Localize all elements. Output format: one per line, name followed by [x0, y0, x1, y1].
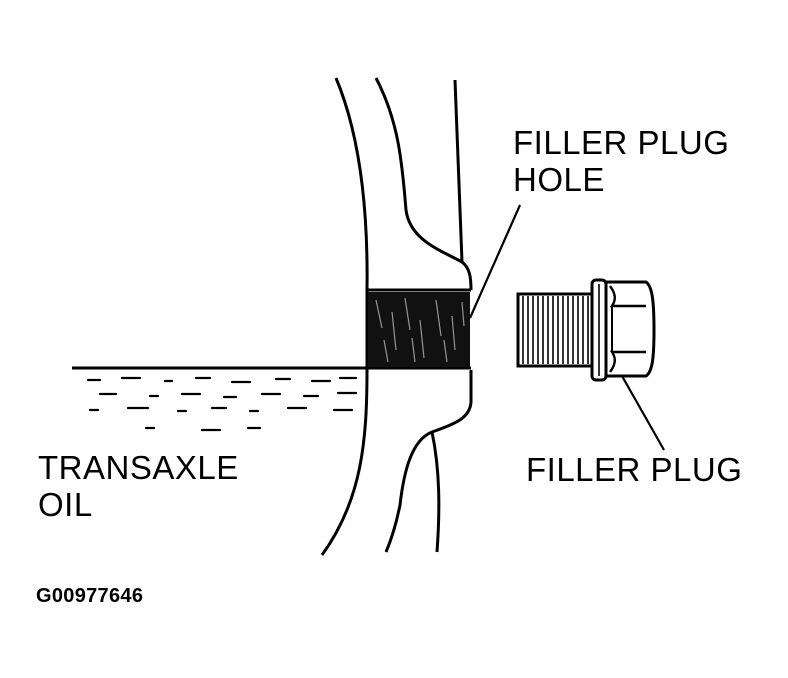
case-outer-right-edge-lower — [430, 431, 441, 553]
filler-plug-hex-head — [604, 280, 656, 378]
filler-plug-hole-label-line2: HOLE — [513, 160, 605, 198]
filler-plug-thread-lines — [522, 296, 589, 364]
case-wall-inner — [374, 77, 473, 291]
figure-id: G00977646 — [36, 585, 144, 607]
case-outer-right-edge — [453, 79, 464, 263]
filler-plug-hole-threads — [368, 292, 470, 367]
case-wall-inner-lower — [384, 370, 473, 553]
leader-filler-plug — [621, 375, 665, 451]
transaxle-oil-label: TRANSAXLE OIL — [38, 449, 239, 524]
filler-plug-label: FILLER PLUG — [526, 451, 743, 488]
hole-thread-texture — [375, 297, 465, 363]
transaxle-oil-label-line2: OIL — [38, 485, 93, 523]
transaxle-oil-label-line1: TRANSAXLE — [38, 449, 239, 486]
filler-plug-hole-label: FILLER PLUG HOLE — [513, 124, 730, 199]
case-wall-outer — [320, 77, 369, 556]
filler-plug-hex-chamfer-bottom — [609, 350, 646, 373]
filler-plug-hole-label-line1: FILLER PLUG — [513, 124, 730, 161]
filler-plug-shank — [516, 292, 594, 368]
leader-filler-plug-hole — [468, 204, 522, 319]
filler-plug-hex-chamfer-top — [609, 285, 646, 308]
oil-surface-dashes — [86, 376, 358, 432]
